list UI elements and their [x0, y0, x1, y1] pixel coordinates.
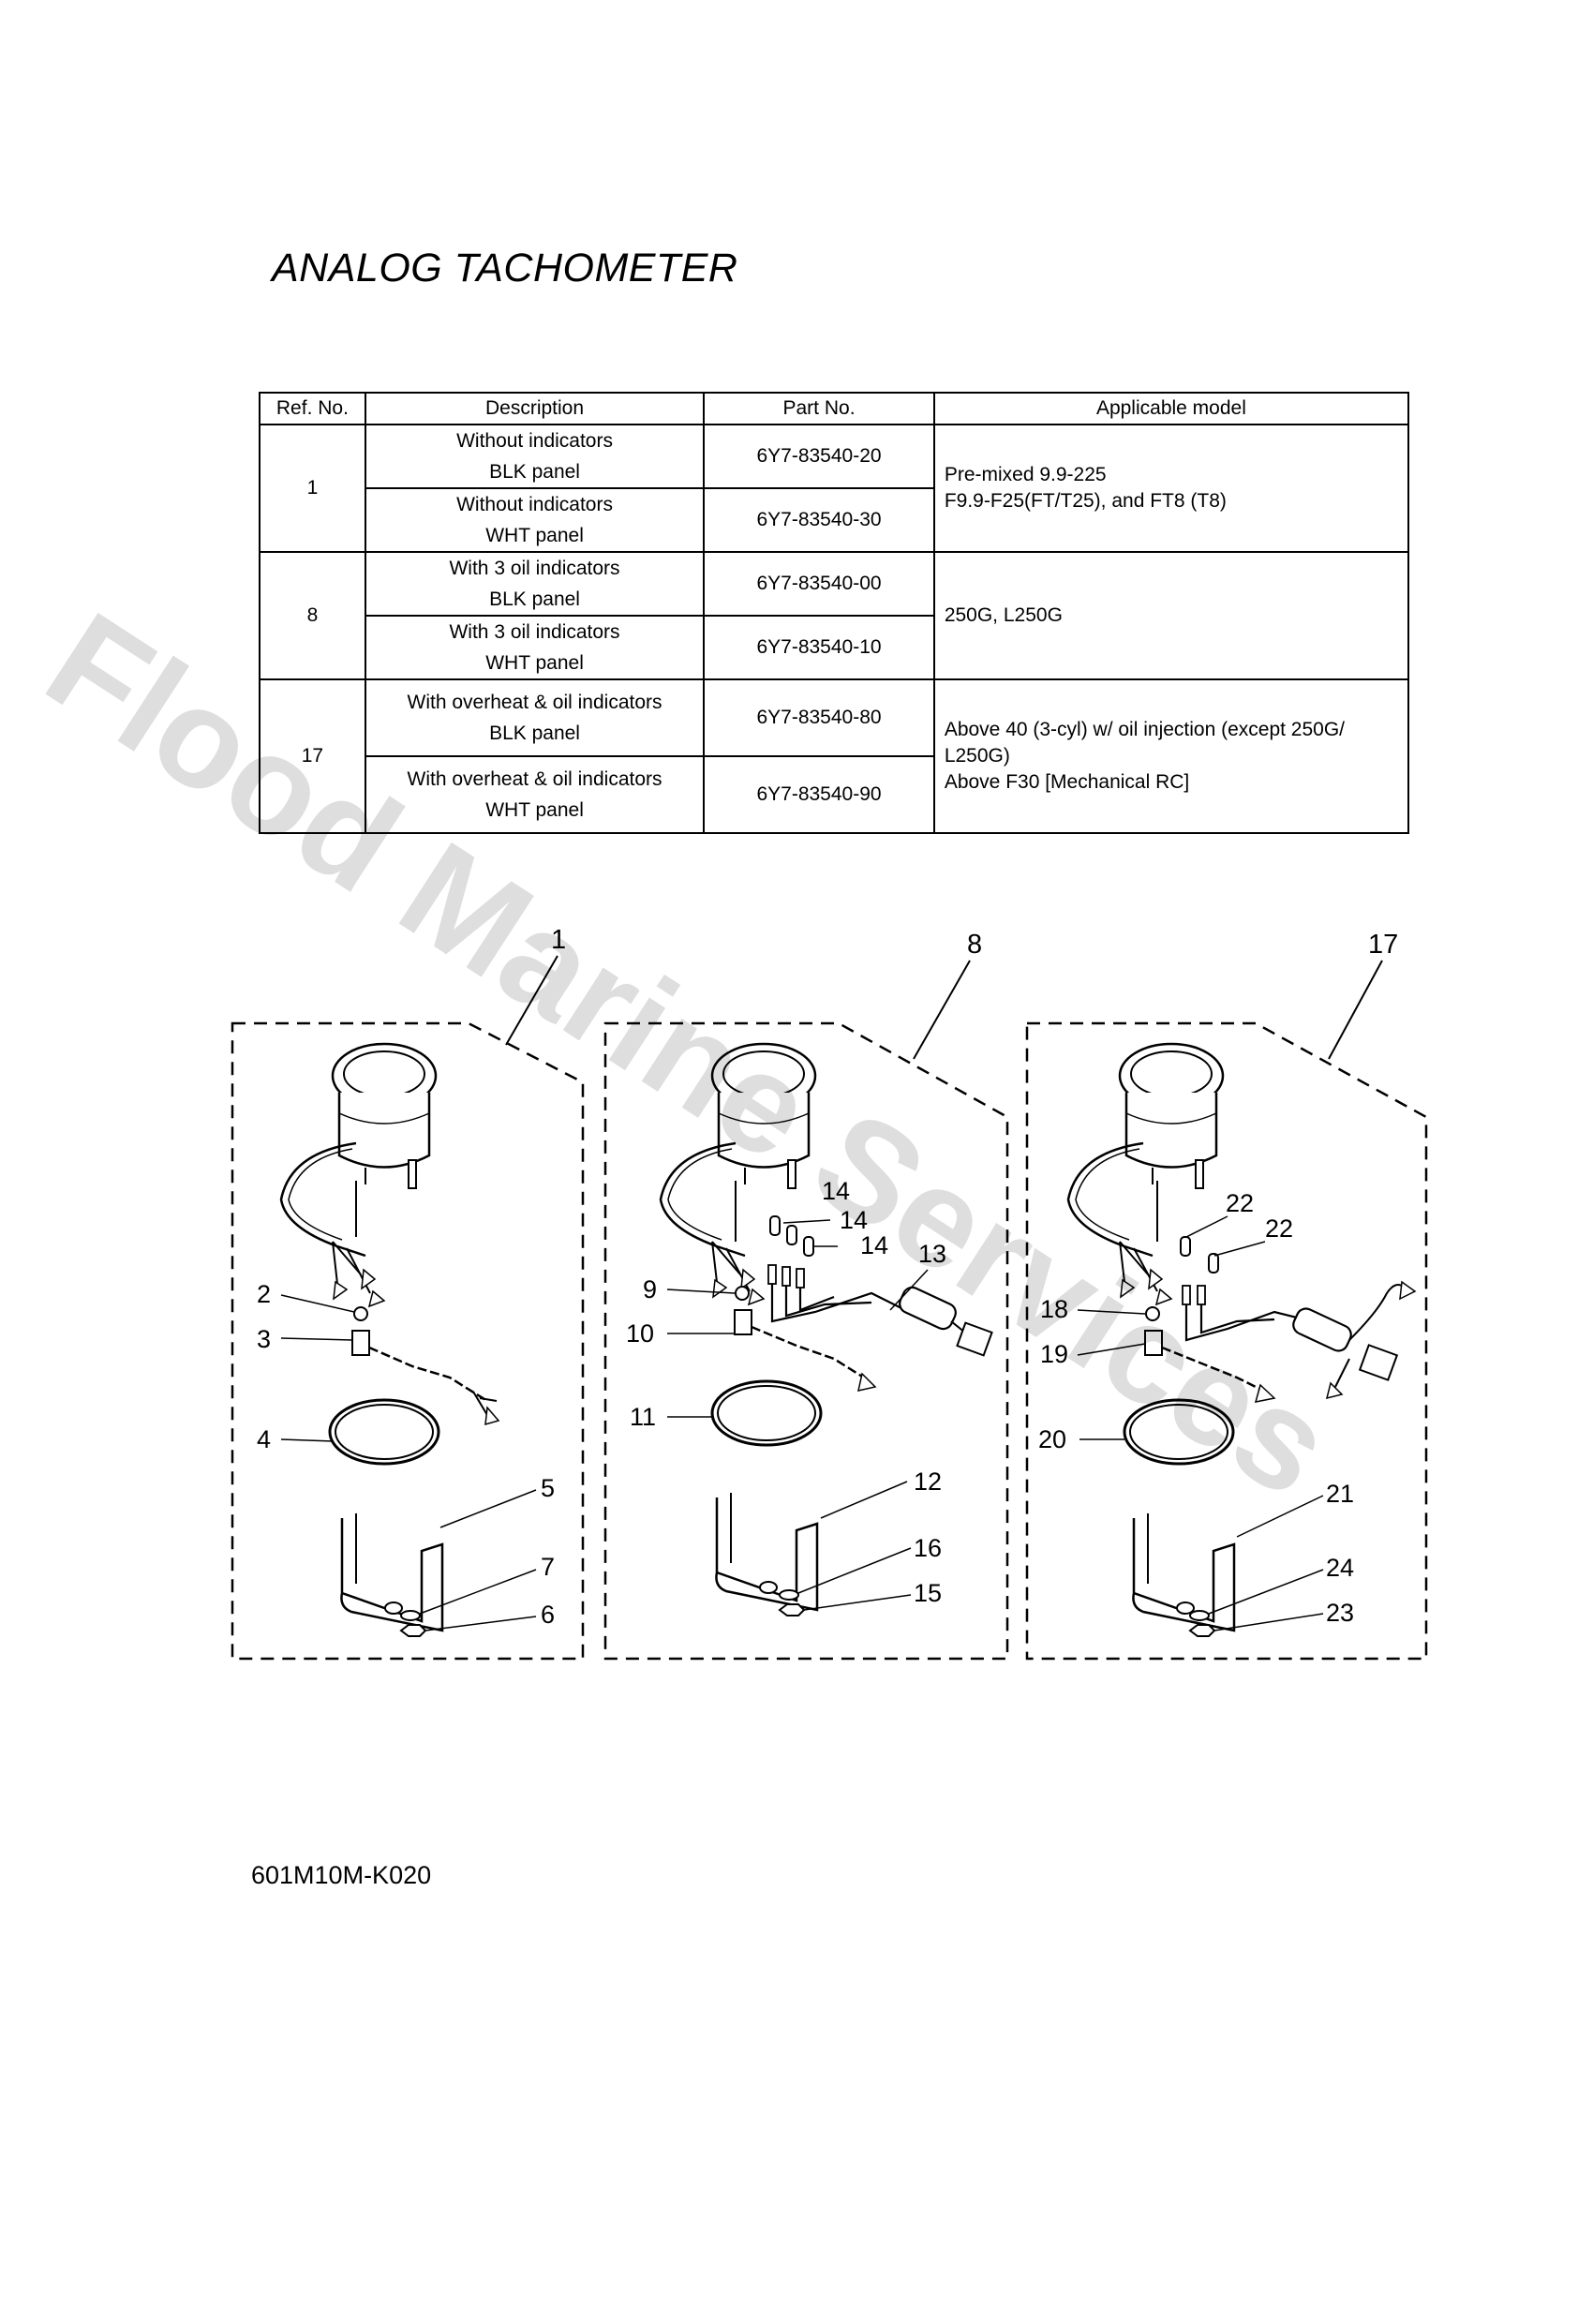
part-no-cell: 6Y7-83540-90	[703, 755, 935, 834]
description-cell: With overheat & oil indicators BLK panel	[364, 678, 706, 757]
model-line: 250G, L250G	[944, 604, 1063, 626]
applicable-model-cell: Pre-mixed 9.9-225 F9.9-F25(FT/T25), and …	[932, 424, 1410, 553]
table-row: Without indicators WHT panel 6Y7-83540-3…	[260, 487, 1408, 553]
callout-10: 10	[626, 1319, 654, 1348]
exploded-parts-diagram: 1 8 17 2 3 4 5 7 6	[231, 925, 1428, 1661]
panel-line: WHT panel	[485, 799, 584, 821]
applicable-model-cell: 250G, L250G	[932, 551, 1410, 680]
description-cell: With overheat & oil indicators WHT panel	[364, 755, 706, 834]
callout-19: 19	[1040, 1340, 1068, 1368]
part-no-cell: 6Y7-83540-80	[703, 678, 935, 757]
callout-20: 20	[1038, 1425, 1066, 1453]
group-1-outline	[231, 1021, 585, 1661]
callout-23: 23	[1326, 1599, 1354, 1627]
callout-21: 21	[1326, 1480, 1354, 1508]
callout-2: 2	[257, 1280, 271, 1308]
parts-table: Ref. No. Description Part No. Applicable…	[259, 392, 1410, 834]
callout-4: 4	[257, 1425, 271, 1453]
part-no-cell: 6Y7-83540-00	[703, 551, 935, 617]
model-line: Above 40 (3-cyl) w/ oil injection (excep…	[944, 719, 1346, 740]
header-ref-no: Ref. No.	[259, 392, 366, 425]
callout-6: 6	[541, 1601, 555, 1629]
group-label-1: 1	[551, 925, 566, 955]
callout-18: 18	[1040, 1295, 1068, 1323]
header-part-no: Part No.	[703, 392, 935, 425]
group-17-outline	[1025, 1021, 1428, 1661]
table-header-row: Ref. No. Description Part No. Applicable…	[259, 392, 1410, 425]
description-cell: Without indicators BLK panel	[364, 424, 706, 489]
callout-22-a: 22	[1226, 1189, 1254, 1217]
table-row: With 3 oil indicators WHT panel 6Y7-8354…	[260, 615, 1408, 680]
ref-no-cell: 8	[259, 551, 366, 680]
description-cell: With 3 oil indicators WHT panel	[364, 615, 706, 680]
description-line: Without indicators	[456, 430, 613, 452]
table-row: 1 Without indicators BLK panel 6Y7-83540…	[259, 424, 1410, 553]
model-line: Pre-mixed 9.9-225	[944, 464, 1107, 485]
table-row: 8 With 3 oil indicators BLK panel 6Y7-83…	[259, 551, 1410, 680]
description-line: With 3 oil indicators	[449, 558, 620, 579]
group-label-8: 8	[967, 930, 982, 960]
callout-3: 3	[257, 1325, 271, 1353]
callout-16: 16	[914, 1534, 942, 1562]
table-row: With overheat & oil indicators WHT panel…	[260, 755, 1408, 834]
part-no-cell: 6Y7-83540-10	[703, 615, 935, 680]
model-line: Above F30 [Mechanical RC]	[944, 771, 1190, 793]
model-line: L250G)	[944, 745, 1010, 767]
callout-14-a: 14	[822, 1177, 850, 1205]
description-line: With overheat & oil indicators	[407, 692, 662, 713]
ref-no-cell: 17	[259, 678, 366, 834]
panel-line: BLK panel	[489, 461, 580, 483]
panel-line: WHT panel	[485, 525, 584, 546]
header-applicable-model: Applicable model	[932, 392, 1410, 425]
callout-12: 12	[914, 1467, 942, 1496]
callout-11: 11	[630, 1403, 656, 1431]
description-cell: Without indicators WHT panel	[364, 487, 706, 553]
group-8-outline	[603, 1021, 1009, 1661]
description-line: With overheat & oil indicators	[407, 768, 662, 790]
callout-13: 13	[918, 1240, 946, 1268]
callout-14-c: 14	[860, 1231, 888, 1259]
panel-line: BLK panel	[489, 723, 580, 744]
table-row: 17 With overheat & oil indicators BLK pa…	[259, 678, 1410, 834]
group-label-17: 17	[1368, 930, 1398, 960]
callout-7: 7	[541, 1553, 555, 1581]
panel-line: WHT panel	[485, 652, 584, 674]
callout-14-b: 14	[840, 1206, 868, 1234]
description-line: Without indicators	[456, 494, 613, 515]
figure-code: 601M10M-K020	[251, 1861, 432, 1889]
callout-22-b: 22	[1265, 1214, 1293, 1243]
callout-5: 5	[541, 1474, 555, 1502]
part-no-cell: 6Y7-83540-20	[703, 424, 935, 489]
ref-no-cell: 1	[259, 424, 366, 553]
description-line: With 3 oil indicators	[449, 621, 620, 643]
applicable-model-cell: Above 40 (3-cyl) w/ oil injection (excep…	[932, 678, 1410, 834]
header-description: Description	[364, 392, 706, 425]
callout-24: 24	[1326, 1554, 1354, 1582]
panel-line: BLK panel	[489, 588, 580, 610]
description-cell: With 3 oil indicators BLK panel	[364, 551, 706, 617]
callout-9: 9	[643, 1275, 657, 1304]
callout-15: 15	[914, 1579, 942, 1607]
model-line: F9.9-F25(FT/T25), and FT8 (T8)	[944, 490, 1227, 512]
page-title: ANALOG TACHOMETER	[272, 246, 738, 290]
part-no-cell: 6Y7-83540-30	[703, 487, 935, 553]
